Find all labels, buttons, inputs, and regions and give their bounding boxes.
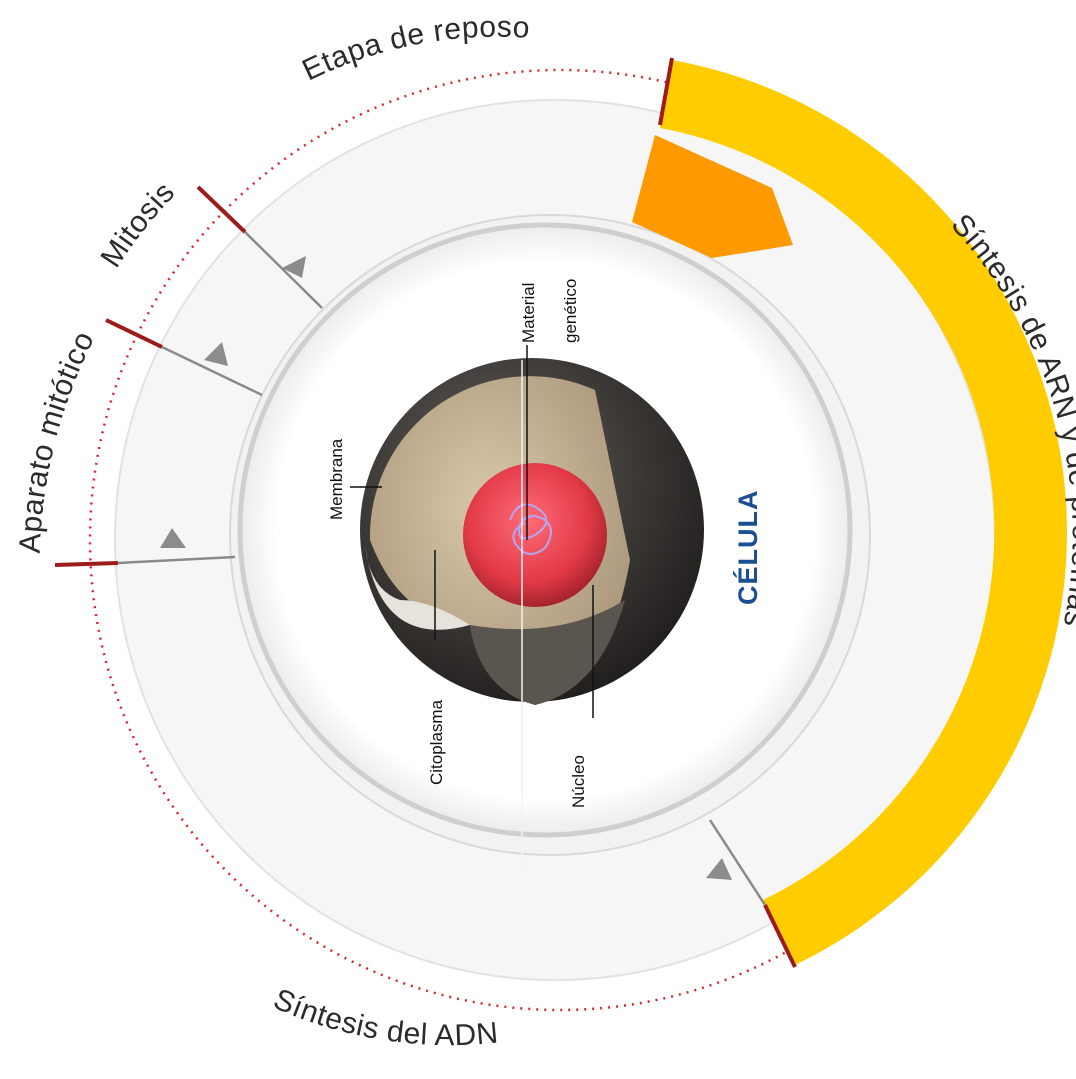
phase-label-dna: Síntesis del ADN (269, 983, 500, 1053)
divider-tip-mitosis (198, 187, 245, 232)
phase-label-mitosis: Mitosis (94, 176, 181, 274)
label-nucleus: Núcleo (569, 755, 588, 808)
label-genetic-material-line2: genético (561, 279, 580, 343)
label-cytoplasm: Citoplasma (427, 699, 446, 785)
label-genetic-material-line1: Material (519, 283, 538, 343)
divider-tip-dna-start (55, 563, 118, 565)
phase-label-mitotic-apparatus: Aparato mitótico (14, 326, 101, 554)
divider-tip-mitotic (106, 320, 162, 347)
label-membrane: Membrana (327, 438, 346, 520)
phase-label-rest: Etapa de reposo (297, 11, 531, 88)
cell-title: CÉLULA (732, 490, 763, 606)
